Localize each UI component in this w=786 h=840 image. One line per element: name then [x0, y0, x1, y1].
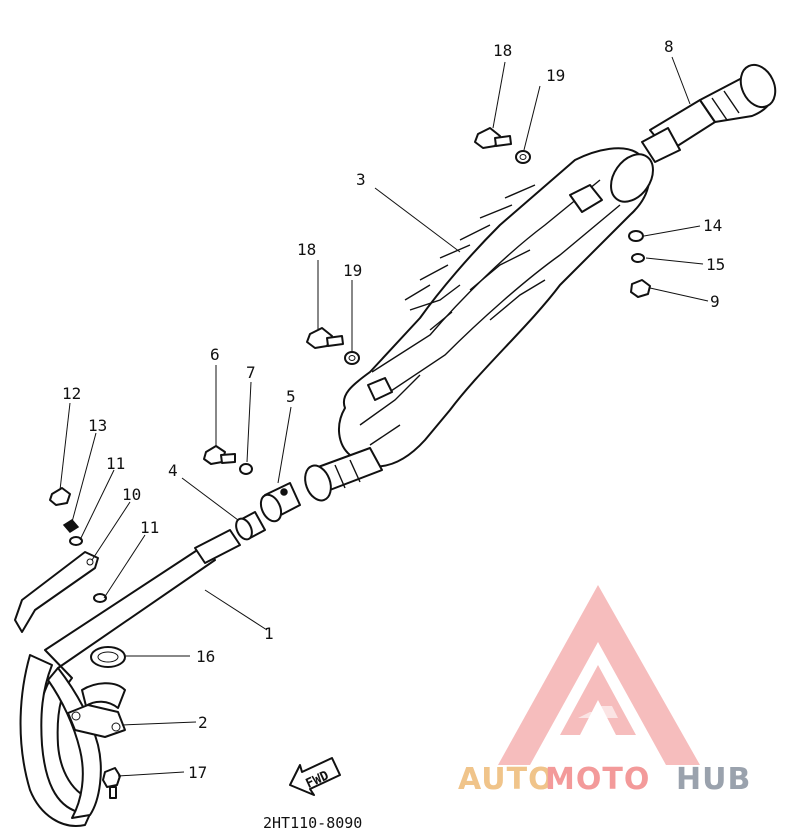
- nut-part-13: [62, 519, 80, 533]
- bracket-part-10: [14, 551, 99, 633]
- diagram-code: 2HT110-8090: [263, 814, 362, 832]
- washer-part-19-lower: [344, 351, 360, 365]
- callout-5: 5: [286, 387, 296, 406]
- joint-part-4: [235, 511, 266, 541]
- callout-8: 8: [664, 37, 674, 56]
- bolt-part-17: [102, 767, 121, 799]
- callout-labels: 1 2 3 4 5 6 7 8 9 10 11 11 12 13 14 15 1…: [62, 37, 725, 782]
- callout-19-lower: 19: [343, 261, 362, 280]
- tailpipe-part-8: [641, 63, 777, 163]
- callout-12: 12: [62, 384, 81, 403]
- watermark-moto: MOTO: [545, 762, 650, 797]
- callout-19-upper: 19: [546, 66, 565, 85]
- callout-2: 2: [198, 713, 208, 732]
- callout-10: 10: [122, 485, 141, 504]
- watermark-auto: AUTO: [458, 762, 555, 797]
- callout-17: 17: [188, 763, 207, 782]
- watermark-emblem: [498, 585, 700, 765]
- nut-part-15: [631, 253, 645, 263]
- callout-7: 7: [246, 363, 256, 382]
- callout-1: 1: [264, 624, 274, 643]
- bolt-part-9: [630, 279, 651, 298]
- callout-4: 4: [168, 461, 178, 480]
- gasket-part-16: [90, 646, 126, 668]
- callout-16: 16: [196, 647, 215, 666]
- callout-9: 9: [710, 292, 720, 311]
- washer-part-11-lower: [93, 593, 107, 603]
- callout-18-upper: 18: [493, 41, 512, 60]
- callout-14: 14: [703, 216, 722, 235]
- callout-6: 6: [210, 345, 220, 364]
- leader-lines: [59, 56, 709, 777]
- clamp-part-5: [259, 482, 301, 523]
- bolt-part-6: [203, 445, 236, 465]
- bolt-part-12: [49, 487, 71, 506]
- callout-11-lower: 11: [140, 518, 159, 537]
- fwd-arrow-icon: FWD: [289, 757, 341, 796]
- callout-18-lower: 18: [297, 240, 316, 259]
- muffler-part-3: [304, 147, 654, 502]
- exhaust-pipe-part-1: [19, 529, 241, 827]
- callout-13: 13: [88, 416, 107, 435]
- bolt-part-18-lower: [306, 327, 344, 349]
- bolt-part-18-upper: [474, 127, 512, 149]
- callout-3: 3: [356, 170, 366, 189]
- washer-part-7: [239, 463, 253, 475]
- flange-part-2: [67, 704, 126, 738]
- washer-part-19-upper: [515, 150, 531, 164]
- washer-part-11-upper: [69, 536, 83, 546]
- callout-15: 15: [706, 255, 725, 274]
- callout-11-upper: 11: [106, 454, 125, 473]
- washer-part-14: [628, 230, 644, 242]
- watermark-hub: HUB: [676, 762, 751, 797]
- watermark-wordmark: AUTO MOTO HUB: [458, 762, 751, 797]
